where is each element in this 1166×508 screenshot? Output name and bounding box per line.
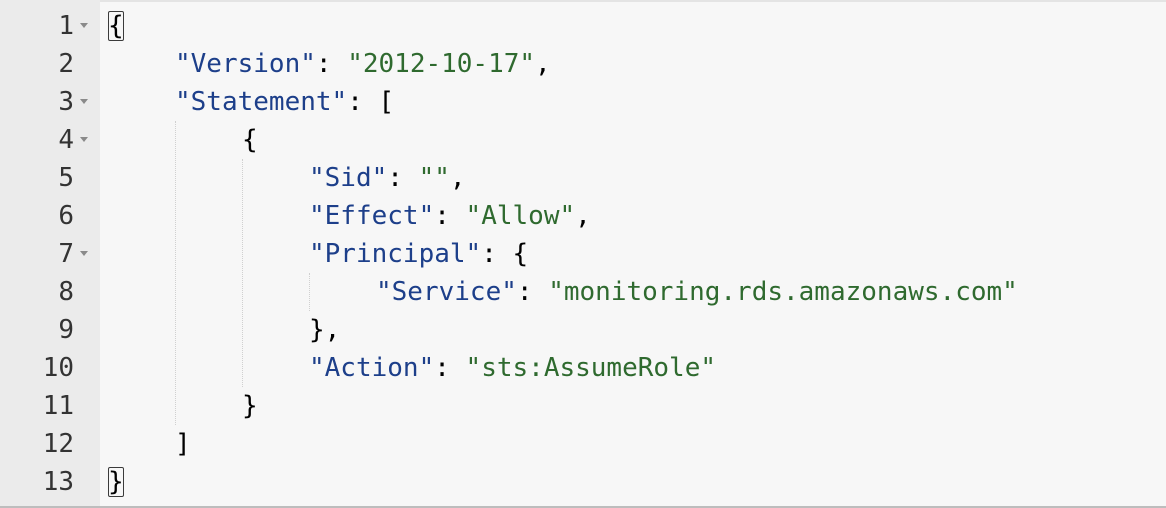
json-key: "Service" — [376, 277, 517, 307]
json-punctuation: , — [535, 49, 551, 79]
code-text[interactable]: "Service": "monitoring.rds.amazonaws.com… — [376, 273, 1018, 311]
json-punctuation: } — [242, 391, 258, 421]
fold-toggle-icon[interactable] — [80, 23, 88, 28]
code-line[interactable]: 8 "Service": "monitoring.rds.amazonaws.co… — [0, 273, 1166, 311]
json-punctuation: { — [108, 11, 124, 41]
code-text[interactable]: "Sid": "", — [309, 159, 466, 197]
line-number: 13 — [42, 467, 74, 497]
code-line[interactable]: 2 "Version": "2012-10-17", — [0, 45, 1166, 83]
code-text[interactable]: "Statement": [ — [175, 83, 394, 121]
line-number: 9 — [58, 315, 74, 345]
line-number: 11 — [42, 391, 74, 421]
code-text[interactable]: "Version": "2012-10-17", — [175, 45, 551, 83]
json-punctuation: , — [449, 163, 466, 193]
json-punctuation: } — [108, 467, 124, 497]
code-text[interactable]: } — [242, 387, 258, 425]
fold-toggle-icon[interactable] — [80, 99, 88, 104]
json-key: "Principal" — [309, 239, 482, 269]
code-text[interactable]: "Effect": "Allow", — [309, 197, 591, 235]
json-punctuation: : — [387, 163, 419, 193]
code-text[interactable]: { — [242, 121, 258, 159]
json-string: "Allow" — [465, 201, 576, 231]
code-line[interactable]: 10 "Action": "sts:AssumeRole" — [0, 349, 1166, 387]
json-key: "Version" — [175, 49, 316, 79]
line-number: 7 — [58, 239, 74, 269]
code-text[interactable]: } — [108, 463, 124, 501]
line-number: 3 — [58, 87, 74, 117]
code-line[interactable]: 1{ — [0, 7, 1166, 45]
code-line[interactable]: 9}, — [0, 311, 1166, 349]
fold-toggle-icon[interactable] — [80, 251, 88, 256]
line-number: 1 — [58, 11, 74, 41]
json-key: "Effect" — [309, 201, 435, 231]
json-key: "Statement" — [175, 87, 348, 117]
json-string: "sts:AssumeRole" — [465, 353, 716, 383]
code-line[interactable]: 11} — [0, 387, 1166, 425]
json-string: "" — [418, 163, 450, 193]
fold-toggle-icon[interactable] — [80, 137, 88, 142]
json-string: "2012-10-17" — [347, 49, 536, 79]
line-number: 8 — [58, 277, 74, 307]
json-key: "Sid" — [309, 163, 388, 193]
line-number: 4 — [58, 125, 74, 155]
code-line[interactable]: 5 "Sid": "", — [0, 159, 1166, 197]
code-text[interactable]: "Action": "sts:AssumeRole" — [309, 349, 716, 387]
code-text[interactable]: ] — [175, 425, 191, 463]
json-punctuation: : — [434, 201, 466, 231]
code-text[interactable]: { — [108, 7, 124, 45]
line-number: 5 — [58, 163, 74, 193]
line-number: 2 — [58, 49, 74, 79]
json-punctuation: : — [434, 353, 466, 383]
editor-top-border — [0, 0, 1166, 2]
json-punctuation: : — [516, 277, 549, 307]
code-text[interactable]: }, — [309, 311, 340, 349]
json-punctuation: { — [242, 125, 258, 155]
line-number: 6 — [58, 201, 74, 231]
json-punctuation: , — [575, 201, 591, 231]
code-line[interactable]: 4{ — [0, 121, 1166, 159]
line-number: 10 — [42, 353, 74, 383]
json-key: "Action" — [309, 353, 435, 383]
indent-guide-line — [242, 159, 243, 387]
code-line[interactable]: 3 "Statement": [ — [0, 83, 1166, 121]
json-string: "monitoring.rds.amazonaws.com" — [548, 277, 1018, 307]
json-punctuation: }, — [309, 315, 341, 345]
json-punctuation: ] — [175, 429, 191, 459]
json-punctuation: : { — [481, 239, 529, 269]
indent-guide-line — [175, 121, 176, 425]
code-line[interactable]: 12] — [0, 425, 1166, 463]
json-punctuation: : — [315, 49, 348, 79]
code-line[interactable]: 7 "Principal": { — [0, 235, 1166, 273]
line-number: 12 — [42, 429, 74, 459]
code-line[interactable]: 6 "Effect": "Allow", — [0, 197, 1166, 235]
code-line[interactable]: 13} — [0, 463, 1166, 501]
json-punctuation: : [ — [347, 87, 395, 117]
code-text[interactable]: "Principal": { — [309, 235, 528, 273]
indent-guide-line — [309, 273, 310, 311]
